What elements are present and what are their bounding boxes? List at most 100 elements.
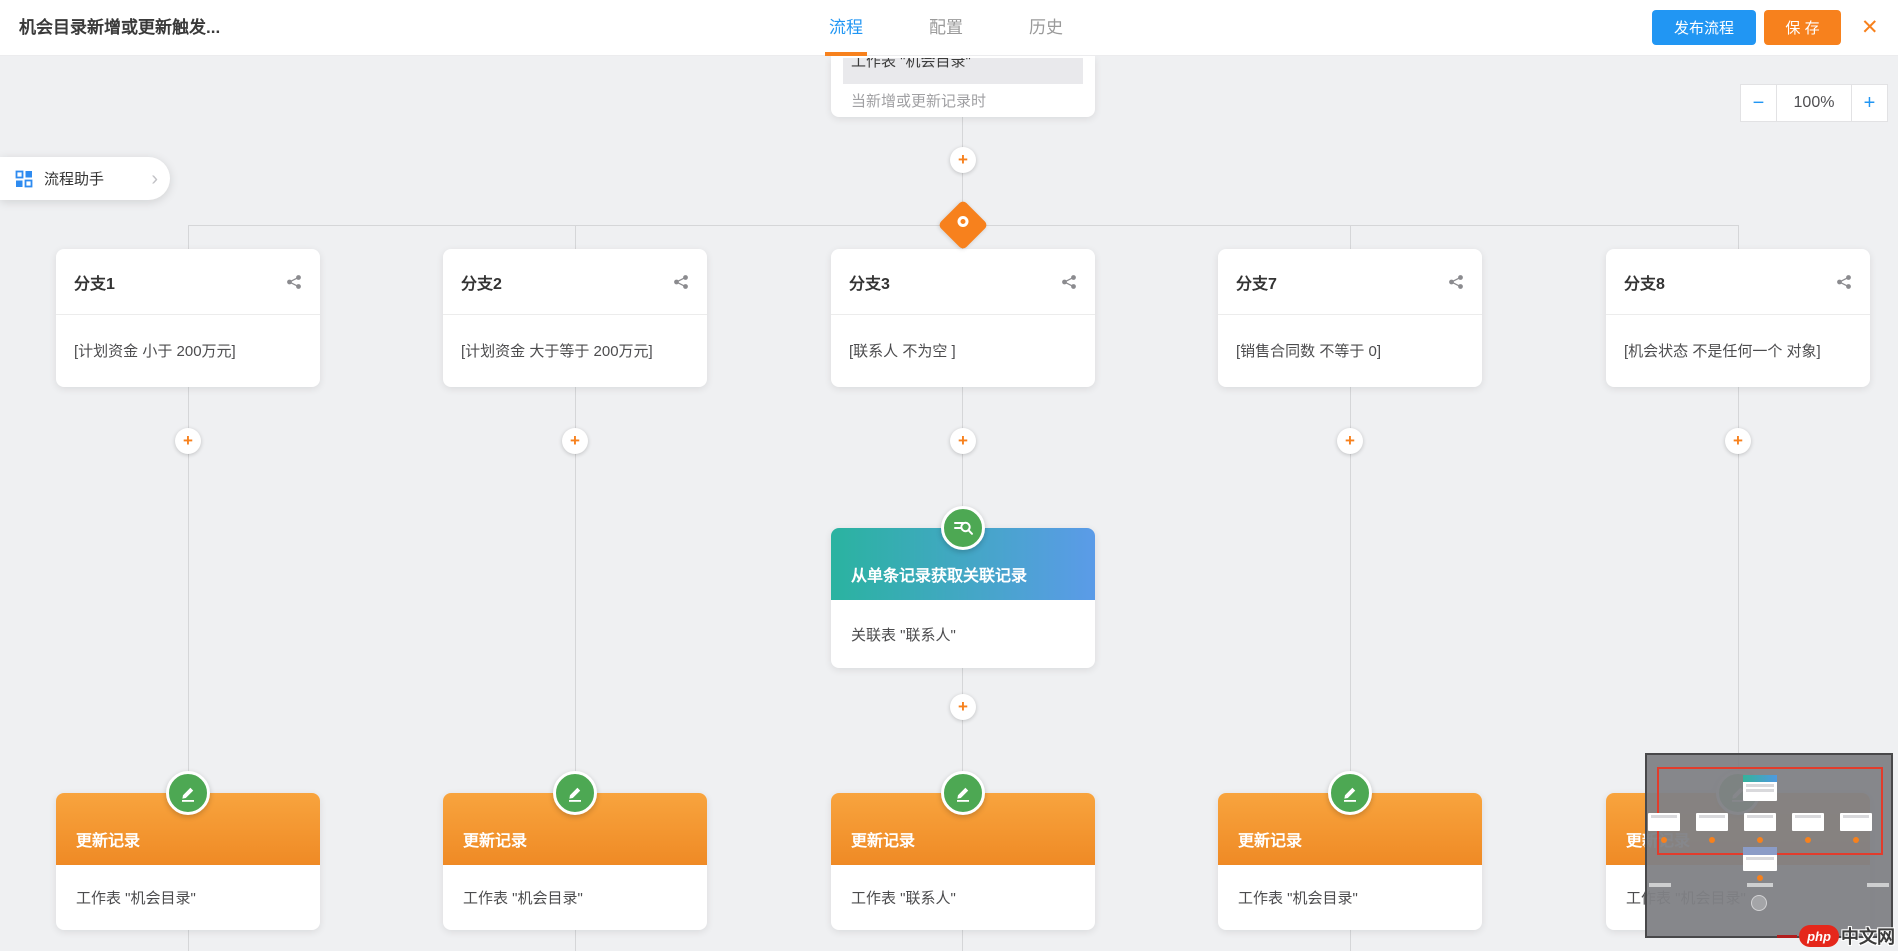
plus-icon: + [570,431,580,450]
zoom-out-button[interactable]: − [1740,84,1777,122]
assistant-label: 流程助手 [44,171,105,188]
add-node-button[interactable]: + [175,428,201,454]
flow-title: 机会目录新增或更新触发... [19,18,221,37]
connector-line [575,225,576,249]
plus-icon: + [1345,431,1355,450]
add-node-button[interactable]: + [1337,428,1363,454]
branch-node-1[interactable]: 分支1 [计划资金 小于 200万元] [56,249,320,387]
connector-line [575,387,576,793]
branch-title: 分支7 [1236,275,1277,293]
branch-node-3[interactable]: 分支3 [联系人 不为空 ] [831,249,1095,387]
connector-line [188,225,189,249]
branch-condition: [计划资金 小于 200万元] [74,343,236,360]
branch-header: 分支7 [1218,249,1482,315]
zoom-in-button[interactable]: + [1851,84,1888,122]
edit-icon [941,771,985,815]
relation-node-body: 关联表 "联系人" [851,626,956,644]
minimap-faint-card [1649,883,1671,887]
connector-line [1738,387,1739,793]
minimap[interactable] [1645,753,1893,938]
minimap-relation-node [1743,847,1777,871]
close-icon[interactable]: ✕ [1861,16,1879,39]
branch-condition: [机会状态 不是任何一个 对象] [1624,343,1821,360]
branch-gateway-icon[interactable] [937,199,989,251]
branch-node-8[interactable]: 分支8 [机会状态 不是任何一个 对象] [1606,249,1870,387]
minimap-plus-dot [1709,837,1715,843]
branch-title: 分支3 [849,275,890,293]
share-icon[interactable] [1061,274,1077,290]
add-node-button[interactable]: + [562,428,588,454]
update-node-body: 工作表 "机会目录" [76,890,196,907]
plus-icon: + [1733,431,1743,450]
share-icon[interactable] [673,274,689,290]
update-record-node-1[interactable]: 更新记录 工作表 "机会目录" [56,771,320,930]
publish-flow-button[interactable]: 发布流程 [1652,10,1756,45]
watermark-line [1777,934,1797,938]
minimap-plus-dot [1757,875,1763,881]
branch-header: 分支3 [831,249,1095,315]
minimap-plus-dot [1853,837,1859,843]
tab-history[interactable]: 历史 [1029,18,1063,37]
update-node-body: 工作表 "机会目录" [463,890,583,907]
add-node-button[interactable]: + [950,428,976,454]
edit-icon [166,771,210,815]
zoom-control: − 100% + [1740,84,1888,122]
branch-header: 分支1 [56,249,320,315]
plus-icon: + [958,697,968,716]
minimap-branch-node [1744,813,1776,831]
update-node-body: 工作表 "联系人" [851,890,956,907]
update-record-node-3[interactable]: 更新记录 工作表 "联系人" [831,771,1095,930]
update-record-node-4[interactable]: 更新记录 工作表 "机会目录" [1218,771,1482,930]
minimap-faint-card [1867,883,1889,887]
branch-node-7[interactable]: 分支7 [销售合同数 不等于 0] [1218,249,1482,387]
trigger-clipped-text: 工作表 "机会目录" [851,58,971,70]
minimap-branch-node [1792,813,1824,831]
save-button[interactable]: 保 存 [1764,10,1841,45]
edit-icon [553,771,597,815]
search-records-icon [941,506,985,550]
tab-flow[interactable]: 流程 [829,18,863,37]
update-record-node-2[interactable]: 更新记录 工作表 "机会目录" [443,771,707,930]
connector-line [1350,225,1351,249]
share-icon[interactable] [1836,274,1852,290]
plus-icon: + [183,431,193,450]
connector-line [1350,930,1351,951]
tab-bar: 流程 配置 历史 [796,0,1096,56]
get-related-records-node[interactable]: 从单条记录获取关联记录 关联表 "联系人" [831,506,1095,668]
connector-line [1350,387,1351,793]
connector-line [188,387,189,793]
plus-icon: + [958,431,968,450]
add-node-button[interactable]: + [1725,428,1751,454]
trigger-subtitle: 当新增或更新记录时 [851,93,987,110]
topbar: 机会目录新增或更新触发... 流程 配置 历史 发布流程 保 存 ✕ [0,0,1898,56]
active-tab-underline [825,52,867,56]
connector-line [962,930,963,951]
chevron-right-icon: › [151,167,158,190]
branch-header: 分支8 [1606,249,1870,315]
branch-condition: [销售合同数 不等于 0] [1236,343,1382,360]
zoom-level: 100% [1776,84,1852,122]
branch-condition: [联系人 不为空 ] [849,343,956,360]
flow-assistant-button[interactable]: 流程助手 › [0,157,170,200]
minimap-end-node [1751,895,1767,911]
share-icon[interactable] [286,274,302,290]
watermark-text: 中文网 [1841,927,1895,947]
branch-node-2[interactable]: 分支2 [计划资金 大于等于 200万元] [443,249,707,387]
tab-config[interactable]: 配置 [929,18,963,37]
add-node-button[interactable]: + [950,694,976,720]
connector-line [575,930,576,951]
minimap-branch-node [1696,813,1728,831]
plus-icon: + [958,150,968,169]
connector-line [1738,225,1739,249]
trigger-clipped-row: 工作表 "机会目录" [843,58,1083,84]
gateway-ring [955,213,971,230]
share-icon[interactable] [1448,274,1464,290]
trigger-node[interactable]: 工作表 "机会目录" 当新增或更新记录时 [831,56,1095,117]
add-node-button[interactable]: + [950,147,976,173]
minimap-plus-dot [1757,837,1763,843]
connector-line [188,930,189,951]
minimap-trigger-node [1743,775,1777,801]
minimap-faint-card [1747,883,1773,887]
grid-icon [15,170,33,187]
php-logo: php [1799,925,1839,947]
